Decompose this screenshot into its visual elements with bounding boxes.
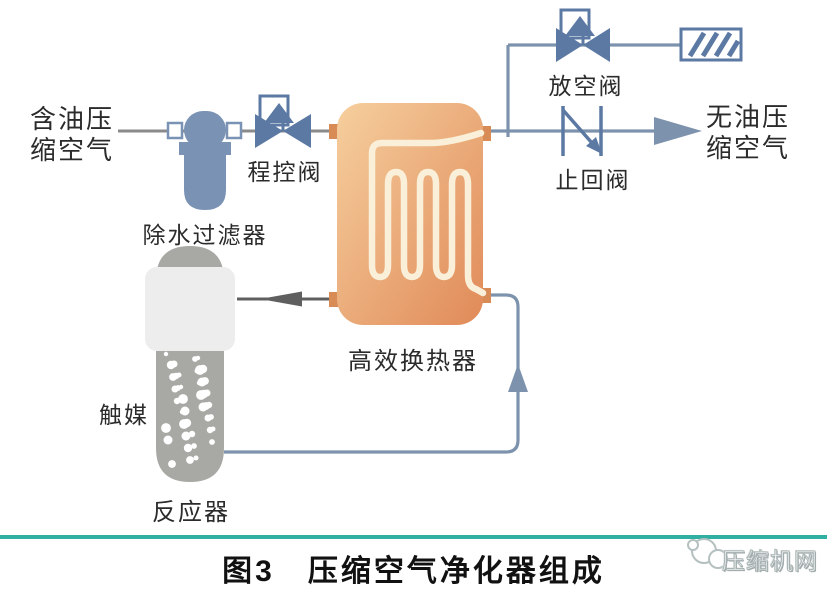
- outlet-pipe: [483, 43, 702, 145]
- check-valve-label: 止回阀: [555, 167, 631, 193]
- heat-exchanger-icon: [329, 103, 491, 325]
- inlet-air-label-line1: 含油压: [30, 104, 115, 134]
- outlet-flow-arrow-icon: [654, 117, 702, 145]
- outlet-air-label-line2: 缩空气: [706, 133, 791, 163]
- watermark-cloud-icon: [687, 538, 728, 569]
- reactor-label: 反应器: [152, 499, 230, 526]
- catalyst-dots: [161, 351, 216, 468]
- inlet-air-label: 含油压 缩空气: [30, 104, 114, 166]
- exchanger-coil: [368, 129, 487, 297]
- outlet-air-label-line1: 无油压: [706, 102, 791, 132]
- loop-pipe: [224, 293, 528, 454]
- program-valve-icon: [255, 94, 311, 148]
- figure-caption: 图3 压缩空气净化器组成: [222, 555, 605, 588]
- vent-valve-icon: [556, 8, 610, 62]
- check-valve-icon: [561, 106, 603, 156]
- inlet-air-label-line2: 缩空气: [30, 135, 115, 165]
- watermark-label: 压缩机网: [722, 548, 818, 575]
- reactor-inlet-arrow-icon: [237, 291, 336, 307]
- water-filter-icon: [166, 111, 243, 210]
- loop-up-arrow-icon: [508, 364, 528, 392]
- program-valve-label: 程控阀: [247, 159, 323, 185]
- vent-valve-label: 放空阀: [548, 73, 624, 99]
- muffler-icon: [679, 27, 743, 62]
- outlet-air-label: 无油压 缩空气: [706, 102, 790, 164]
- catalyst-label: 触媒: [99, 402, 149, 428]
- water-filter-label: 除水过滤器: [142, 222, 268, 248]
- reactor-icon: [145, 246, 235, 482]
- teal-divider: [0, 535, 827, 539]
- heat-exchanger-label: 高效换热器: [348, 348, 478, 375]
